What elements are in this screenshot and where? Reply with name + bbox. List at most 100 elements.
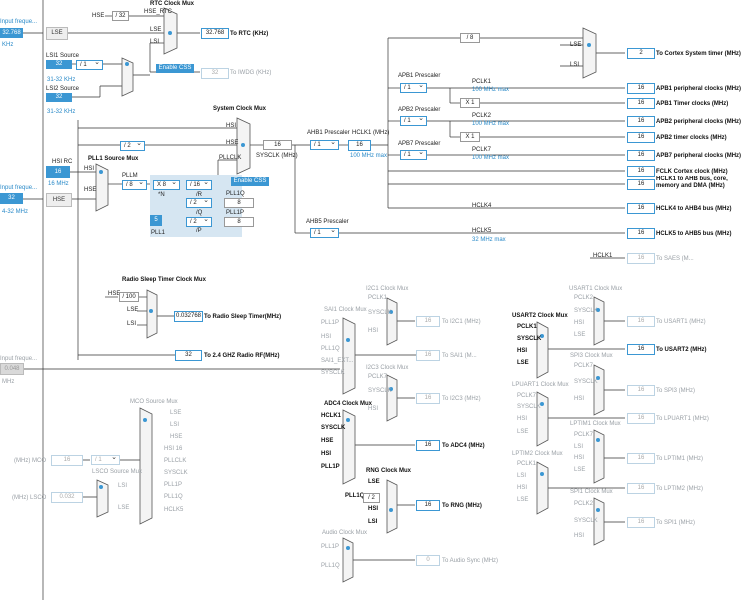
adc4-in-4: PLL1P <box>321 464 340 470</box>
rtc-enable-css-button[interactable]: Enable CSS <box>156 64 194 73</box>
lptim1-value[interactable]: 16 <box>627 453 655 464</box>
apb7-prescaler-select[interactable]: / 1 <box>400 149 427 160</box>
ahb5-prescaler-select[interactable]: / 1 <box>310 227 339 238</box>
hclk4-label: HCLK4 <box>472 203 492 209</box>
rtc-frequency-value[interactable]: 32.768 <box>201 28 229 39</box>
fclk-value[interactable]: 16 <box>627 166 655 177</box>
pllr-select[interactable]: / 16 <box>186 179 212 190</box>
radio-sleep-value[interactable]: 0.032768 <box>174 311 203 322</box>
systimer-value[interactable]: 2 <box>627 48 655 59</box>
sysclk-value[interactable]: 16 <box>263 140 292 150</box>
lpuart1-value[interactable]: 16 <box>627 413 655 424</box>
pll1q-value[interactable]: 8 <box>224 198 254 208</box>
sai1-value[interactable]: 16 <box>416 350 440 361</box>
pllr-label: /R <box>196 192 202 198</box>
apb1-timer-multiplier[interactable]: X 1 <box>460 98 480 108</box>
rtc-mux-shape <box>163 7 178 55</box>
pll1-value[interactable]: 5 <box>150 215 162 226</box>
apb7-peripheral-value[interactable]: 16 <box>627 150 655 161</box>
rng-value[interactable]: 16 <box>416 500 440 511</box>
lsi1-value[interactable]: 32 <box>46 60 72 69</box>
radio-mux-shape <box>146 289 158 339</box>
radio-rf-value[interactable]: 32 <box>175 350 202 361</box>
iwdg-frequency-value[interactable]: 32 <box>201 68 229 79</box>
rng-hsi-label: HSI <box>368 506 379 512</box>
usart2-value[interactable]: 16 <box>627 344 655 355</box>
lptim1-mux-shape <box>593 429 605 484</box>
sai1-mux-title: SAI1 Clock Mux <box>324 307 367 313</box>
saes-value[interactable]: 16 <box>627 253 655 264</box>
radio-lsi-label: LSI <box>127 321 137 327</box>
hclk1-value[interactable]: 16 <box>348 140 371 151</box>
pclk2-max: 100 MHz max <box>472 121 510 127</box>
mco-in-7: PLL1Q <box>164 494 183 500</box>
pllq-select[interactable]: / 2 <box>186 197 212 208</box>
lse-unit: KHz <box>2 42 14 48</box>
usart2-mux-shape <box>536 321 549 379</box>
mco-label: (MHz) MCO <box>14 458 46 464</box>
rng-pll1q-divider[interactable]: / 2 <box>363 493 380 503</box>
hse-range: 4-32 MHz <box>2 209 29 215</box>
hclk5-value[interactable]: 16 <box>627 228 655 239</box>
i2c3-value[interactable]: 16 <box>416 393 440 404</box>
ahb-bus-value[interactable]: 16 <box>627 179 655 190</box>
systimer-divider[interactable]: / 8 <box>460 33 480 43</box>
rtc-hse-divider[interactable]: / 32 <box>112 11 129 21</box>
pclk7-max: 100 MHz max <box>472 155 510 161</box>
usart2-in-3: LSE <box>517 360 529 366</box>
apb1-timer-value[interactable]: 16 <box>627 98 655 109</box>
spi1-value[interactable]: 16 <box>627 517 655 528</box>
lsco-value[interactable]: 0.032 <box>51 492 83 503</box>
apb2-peripheral-value[interactable]: 16 <box>627 116 655 127</box>
mco-value[interactable]: 16 <box>51 455 83 466</box>
pll1q-label: PLL1Q <box>226 191 245 197</box>
i2c3-in-0: PCLK7 <box>368 374 388 380</box>
audio-in-1: PLL1Q <box>321 563 340 569</box>
lptim1-output-label: To LPTIM1 (MHz) <box>656 456 704 462</box>
mco-divider-select[interactable]: / 1 <box>91 454 120 465</box>
pll1p-value[interactable]: 8 <box>224 217 254 227</box>
spi3-in-1: SYSCLK <box>574 379 598 385</box>
radio-hse-divider[interactable]: / 100 <box>119 292 139 302</box>
hsi-value[interactable]: 16 <box>46 166 70 178</box>
lpuart1-in-1: SYSCLK <box>517 404 541 410</box>
apb1-peripheral-value[interactable]: 16 <box>627 83 655 94</box>
hse-div2-select[interactable]: / 2 <box>120 140 145 151</box>
saes-hclk1-label: HCLK1 <box>593 253 613 259</box>
pllm-select[interactable]: / 8 <box>122 179 147 190</box>
audio-input-value[interactable]: 0.048 <box>0 363 24 375</box>
audio-mux-shape <box>342 537 354 583</box>
apb2-prescaler-select[interactable]: / 1 <box>400 115 427 126</box>
mco-in-4: PLLCLK <box>164 458 187 464</box>
lsi1-divider-select[interactable]: / 1 <box>76 59 103 70</box>
pllp-select[interactable]: / 2 <box>186 216 212 227</box>
adc4-value[interactable]: 16 <box>416 440 440 451</box>
sai1-in-0: PLL1P <box>321 320 340 326</box>
lptim2-value[interactable]: 16 <box>627 483 655 494</box>
sys-enable-css-button[interactable]: Enable CSS <box>231 177 269 186</box>
saes-output-label: To SAES (M... <box>656 256 694 262</box>
lsi2-value[interactable]: 32 <box>46 93 72 102</box>
rng-lse-label: LSE <box>368 479 380 485</box>
apb1-prescaler-select[interactable]: / 1 <box>400 82 427 93</box>
hclk4-value[interactable]: 16 <box>627 203 655 214</box>
hsi-rc-label: HSI RC <box>52 159 73 165</box>
usart1-value[interactable]: 16 <box>627 316 655 327</box>
apb2-timer-multiplier[interactable]: X 1 <box>460 132 480 142</box>
usart2-in-2: HSI <box>517 348 528 354</box>
apb2-timer-value[interactable]: 16 <box>627 132 655 143</box>
usart1-in-3: LSE <box>574 332 586 338</box>
i2c1-value[interactable]: 16 <box>416 316 440 327</box>
spi3-value[interactable]: 16 <box>627 385 655 396</box>
ahb1-prescaler-select[interactable]: / 1 <box>310 139 339 150</box>
audio-sync-value[interactable]: 0 <box>416 555 440 566</box>
lse-frequency-input[interactable]: 32.768 <box>0 28 23 38</box>
hse-frequency-input[interactable]: 32 <box>0 193 23 204</box>
systimer-lsi-label: LSI <box>570 62 580 68</box>
lptim1-in-3: LSE <box>574 467 586 473</box>
ahb5-prescaler-label: AHB5 Prescaler <box>306 219 349 225</box>
lse-oscillator[interactable]: LSE <box>46 27 68 40</box>
hse-oscillator[interactable]: HSE <box>46 193 72 207</box>
plln-select[interactable]: X 8 <box>153 179 180 190</box>
